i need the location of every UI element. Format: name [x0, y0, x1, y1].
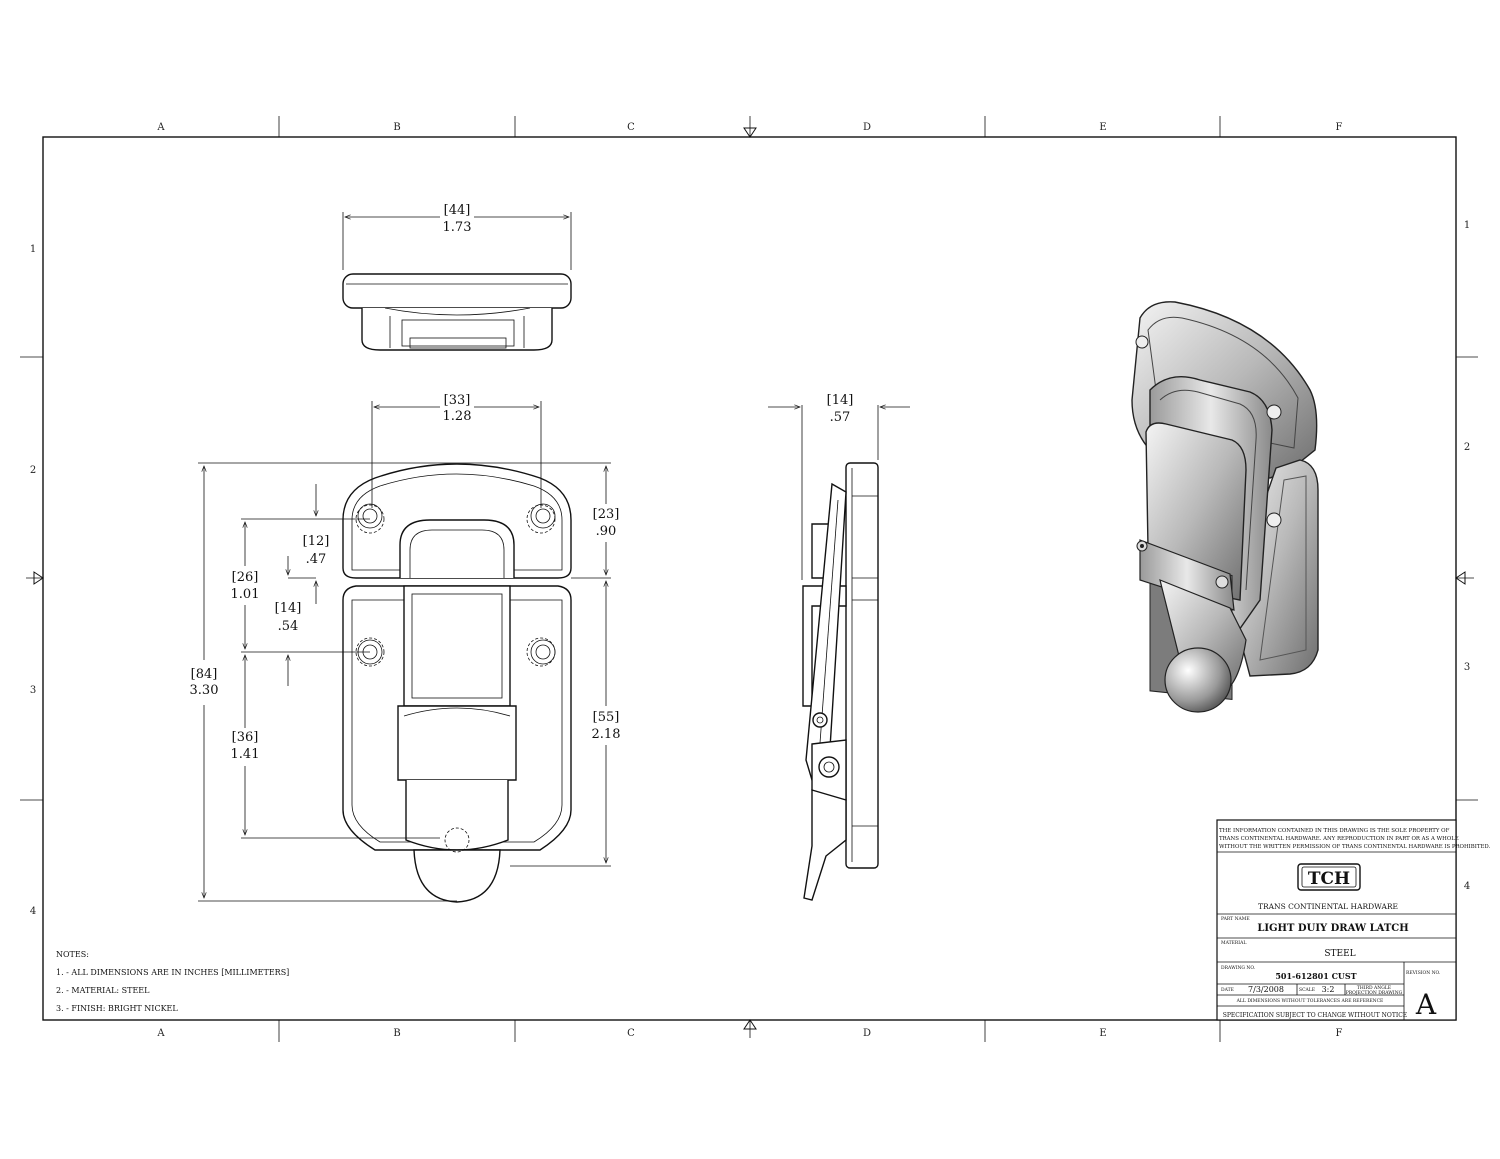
- dim-thickness-mm: [14]: [827, 393, 854, 408]
- revision-value: A: [1415, 988, 1437, 1021]
- dim-mid-offset-in: .54: [278, 619, 299, 634]
- proprietary-line-1: THE INFORMATION CONTAINED IN THIS DRAWIN…: [1219, 828, 1450, 834]
- scale-label: SCALE: [1299, 987, 1315, 993]
- zone-col-d: D: [863, 122, 871, 133]
- drawing-frame: [20, 116, 1478, 1042]
- zone-col-c: C: [627, 1028, 635, 1039]
- zone-col-b: B: [393, 122, 400, 133]
- zone-row-1: 1: [30, 244, 36, 255]
- revision-label: REVISION NO.: [1406, 970, 1441, 976]
- front-view: [33] 1.28 [84] 3.30 [26] 1.01 [12] .47 […: [190, 393, 621, 903]
- dim-overall-height-in: 3.30: [190, 683, 219, 698]
- dim-upper-hole-in: 1.01: [231, 587, 260, 602]
- zone-col-d: D: [863, 1028, 871, 1039]
- dim-top-width-mm: [44]: [444, 203, 471, 218]
- zone-row-4: 4: [1464, 881, 1470, 892]
- proprietary-line-3: WITHOUT THE WRITTEN PERMISSION OF TRANS …: [1219, 844, 1491, 850]
- zone-labels-right: 1 2 3 4: [1464, 220, 1470, 892]
- isometric-view: [1131, 301, 1319, 713]
- dim-top-width-in: 1.73: [443, 220, 472, 235]
- title-block: THE INFORMATION CONTAINED IN THIS DRAWIN…: [1216, 819, 1491, 1021]
- dim-thickness-in: .57: [830, 410, 851, 425]
- zone-col-e: E: [1099, 1028, 1106, 1039]
- note-item: 3. - FINISH: BRIGHT NICKEL: [56, 1004, 178, 1013]
- note-item: 2. - MATERIAL: STEEL: [56, 986, 150, 995]
- note-item: 1. - ALL DIMENSIONS ARE IN INCHES [MILLI…: [56, 968, 290, 977]
- dim-lower-span-in: 1.41: [231, 747, 260, 762]
- logo-text: TCH: [1308, 869, 1350, 889]
- dim-lower-span-mm: [36]: [232, 730, 259, 745]
- dim-top-offset-mm: [12]: [303, 534, 330, 549]
- tolerance-note: ALL DIMENSIONS WITHOUT TOLERANCES ARE RE…: [1236, 998, 1384, 1004]
- zone-row-1: 1: [1464, 220, 1470, 231]
- zone-labels-left: 1 2 3 4: [30, 244, 36, 917]
- zone-col-c: C: [627, 122, 635, 133]
- dim-upper-plate-mm: [23]: [593, 507, 620, 522]
- zone-col-e: E: [1099, 122, 1106, 133]
- top-view: [44] 1.73: [342, 203, 572, 351]
- zone-row-4: 4: [30, 906, 36, 917]
- zone-col-f: F: [1336, 1028, 1343, 1039]
- notes-heading: NOTES:: [56, 950, 89, 959]
- proprietary-line-2: TRANS CONTINENTAL HARDWARE. ANY REPRODUC…: [1219, 836, 1459, 842]
- dim-top-offset-in: .47: [306, 552, 327, 567]
- drawing-no: 501-612801 CUST: [1275, 971, 1356, 981]
- part-name-label: PART NAME: [1221, 916, 1250, 922]
- date-value: 7/3/2008: [1248, 985, 1284, 994]
- side-view: [14] .57: [768, 393, 910, 901]
- part-name: LIGHT DUIY DRAW LATCH: [1257, 923, 1408, 934]
- notes-block: NOTES: 1. - ALL DIMENSIONS ARE IN INCHES…: [56, 946, 289, 1018]
- zone-col-f: F: [1336, 122, 1343, 133]
- company-name: TRANS CONTINENTAL HARDWARE: [1258, 902, 1398, 911]
- material-value: STEEL: [1324, 949, 1355, 959]
- dim-lower-plate-in: 2.18: [592, 727, 621, 742]
- projection-line-1: THIRD ANGLE: [1357, 985, 1391, 991]
- zone-labels-top: A B C D E F: [156, 122, 1342, 133]
- zone-row-3: 3: [30, 685, 36, 696]
- dim-overall-height-mm: [84]: [191, 667, 218, 682]
- drawing-no-label: DRAWING NO.: [1221, 965, 1256, 971]
- zone-row-2: 2: [30, 465, 36, 476]
- date-label: DATE: [1221, 987, 1234, 993]
- scale-value: 3:2: [1322, 985, 1335, 994]
- zone-row-2: 2: [1464, 442, 1470, 453]
- dim-mid-offset-mm: [14]: [275, 601, 302, 616]
- zone-labels-bottom: A B C D E F: [156, 1028, 1342, 1039]
- dim-upper-hole-mm: [26]: [232, 570, 259, 585]
- zone-col-b: B: [393, 1028, 400, 1039]
- dim-hole-spacing-mm: [33]: [444, 393, 471, 408]
- dim-lower-plate-mm: [55]: [593, 710, 620, 725]
- tch-logo: [1297, 863, 1361, 891]
- zone-col-a: A: [156, 1028, 165, 1039]
- spec-note: SPECIFICATION SUBJECT TO CHANGE WITHOUT …: [1223, 1012, 1407, 1019]
- projection-line-2: PROJECTION DRAWING: [1346, 990, 1403, 996]
- zone-col-a: A: [156, 122, 165, 133]
- dim-upper-plate-in: .90: [596, 524, 617, 539]
- dim-hole-spacing-in: 1.28: [443, 409, 472, 424]
- zone-row-3: 3: [1464, 662, 1470, 673]
- material-label: MATERIAL: [1221, 940, 1246, 946]
